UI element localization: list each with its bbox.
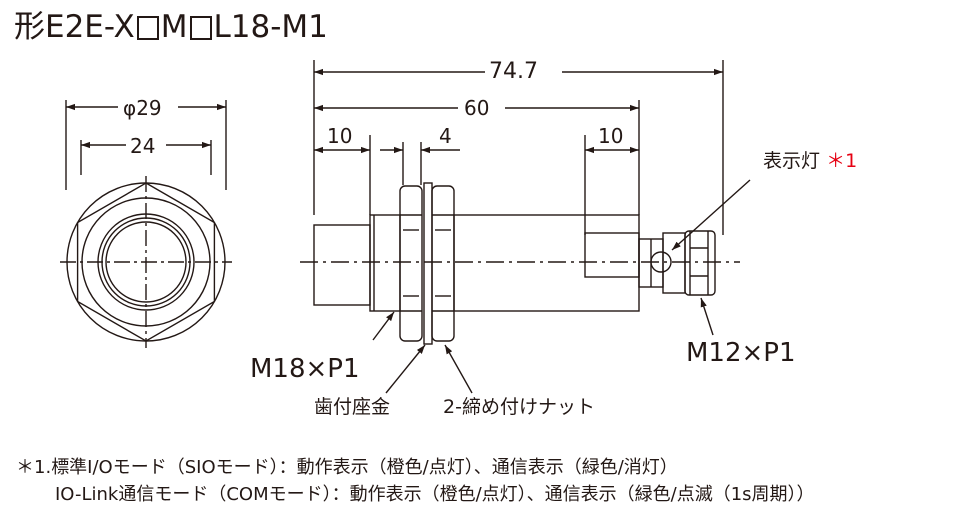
footnote-text-1: 標準I/Oモード（SIOモード）：動作表示（橙色/点灯）、通信表示（緑色/消灯） — [51, 457, 678, 478]
dimension-front-length: 10 — [327, 124, 353, 148]
dimension-total-length: 74.7 — [489, 59, 538, 84]
placeholder-box-2 — [189, 16, 212, 40]
footnote-line-2: IO-Link通信モード（COMモード）：動作表示（橙色/点灯）、通信表示（緑色… — [55, 484, 815, 505]
dimension-across-flats: 24 — [130, 134, 156, 158]
nuts-label: 2-締め付けナット — [443, 396, 595, 418]
footnote-mark: ＊1. — [16, 457, 52, 478]
dimension-connector-length: 10 — [598, 124, 624, 148]
footnote-line-1: ＊1.標準I/Oモード（SIOモード）：動作表示（橙色/点灯）、通信表示（緑色/… — [16, 459, 678, 477]
indicator-text: 表示灯 — [763, 150, 821, 172]
indicator-note-mark: ＊1 — [826, 150, 858, 172]
placeholder-box-1 — [136, 16, 159, 40]
indicator-label: 表示灯 ＊1 — [763, 152, 857, 171]
page-title: 形E2E-X M L18-M1 — [14, 12, 328, 43]
thread-connector-label: M12×P1 — [686, 338, 796, 368]
dimension-diameter: φ29 — [123, 96, 162, 120]
dimension-nut-thickness: 4 — [439, 124, 452, 148]
thread-body-label: M18×P1 — [250, 354, 360, 384]
title-suffix: L18-M1 — [213, 9, 328, 45]
title-mid: M — [160, 9, 188, 45]
dimension-body-length: 60 — [464, 96, 490, 120]
toothed-washer-label: 歯付座金 — [314, 396, 391, 418]
side-view — [300, 60, 751, 394]
front-view — [60, 100, 232, 348]
title-prefix: 形E2E-X — [14, 9, 135, 45]
